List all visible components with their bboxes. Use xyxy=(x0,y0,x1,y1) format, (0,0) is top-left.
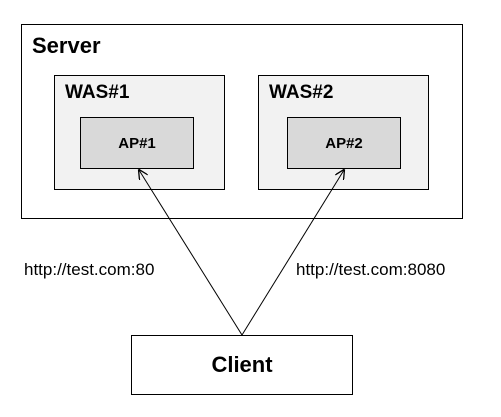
client-box: Client xyxy=(131,335,353,395)
was1-title: WAS#1 xyxy=(65,82,130,103)
url-label-port-8080: http://test.com:8080 xyxy=(296,260,446,279)
server-title: Server xyxy=(32,33,101,58)
ap1-box: AP#1 xyxy=(80,117,194,169)
url-label-port-80: http://test.com:80 xyxy=(24,260,155,279)
ap2-box: AP#2 xyxy=(287,117,401,169)
was2-title: WAS#2 xyxy=(269,82,334,103)
